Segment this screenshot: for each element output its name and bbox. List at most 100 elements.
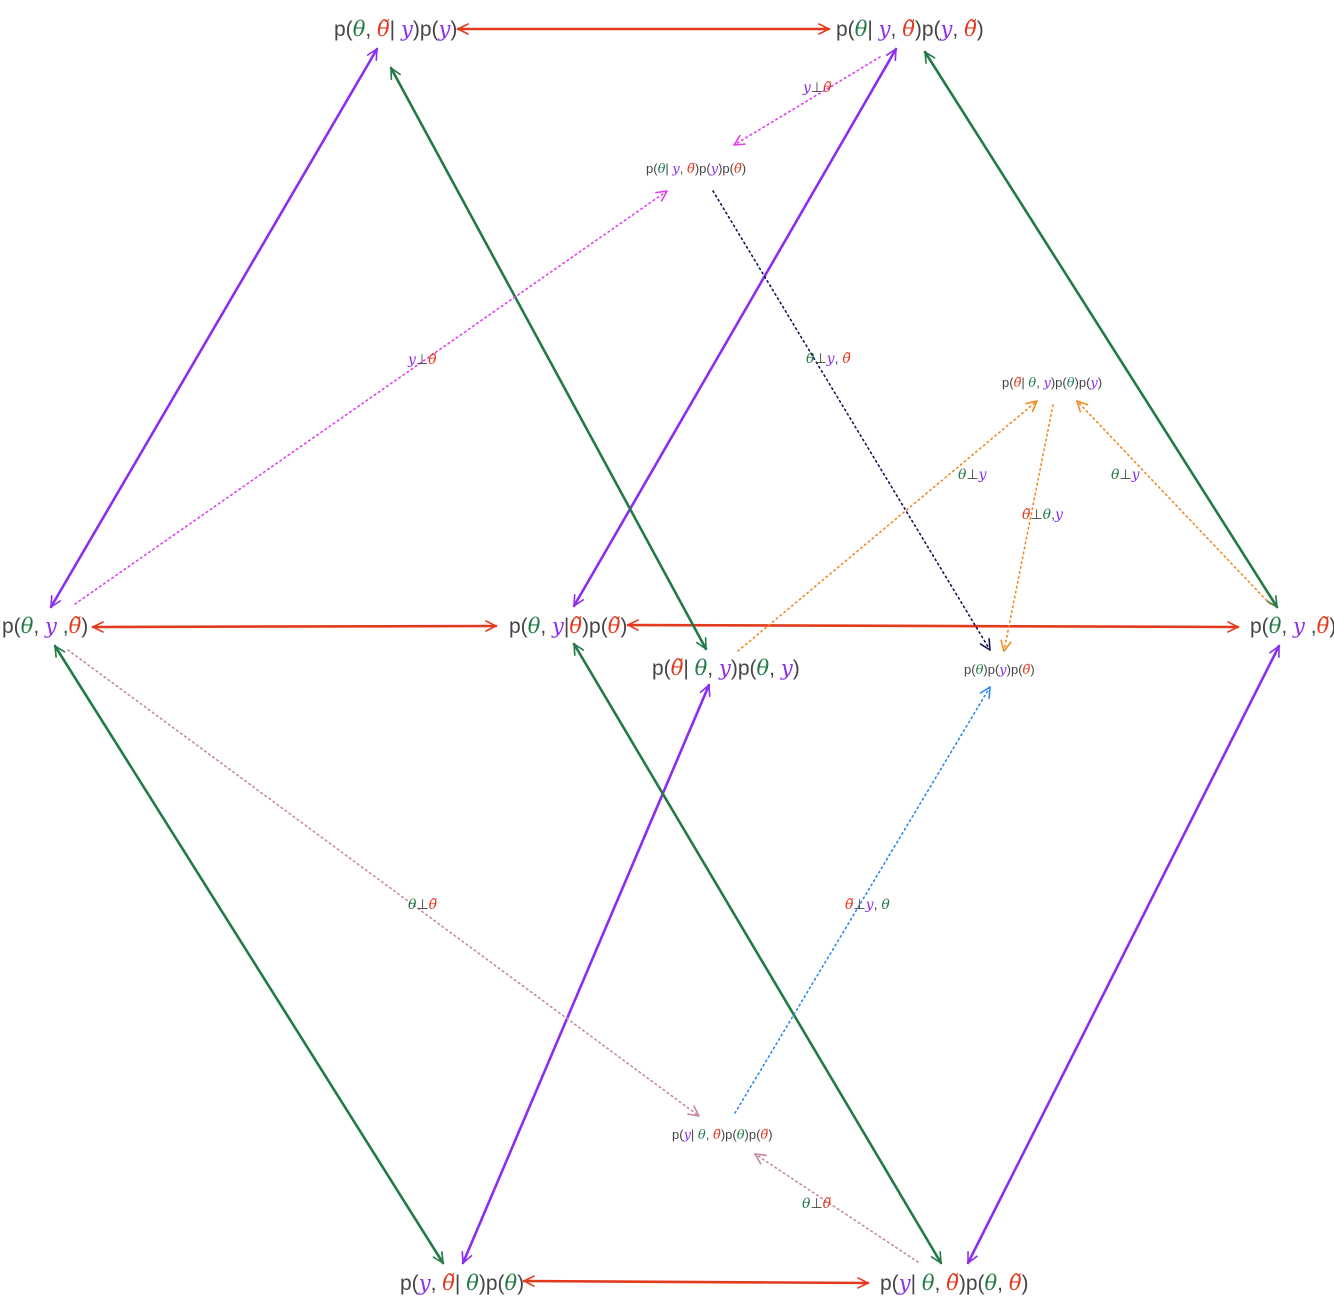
label-segment: |	[665, 161, 673, 176]
label-segment: p(	[2, 615, 21, 638]
label-segment: θ̃	[712, 1128, 721, 1143]
label-segment: )	[741, 161, 747, 176]
label-segment: y	[1131, 467, 1140, 483]
dotted-arrow-d-navy	[712, 190, 991, 651]
label-segment: θ̃	[686, 162, 695, 177]
label-segment: )p(	[730, 657, 757, 680]
label-segment: θ̃	[428, 352, 437, 368]
label-segment: ,	[769, 657, 781, 680]
label-segment: θ̃	[1022, 507, 1031, 523]
node-mid-lower: p(θ̃| θ, y)p(θ, y)	[652, 656, 800, 680]
label-segment: θ̃	[946, 1271, 959, 1295]
label-segment: )p(	[958, 1272, 985, 1295]
label-segment: p(	[509, 615, 528, 638]
label-segment: )p(	[412, 18, 439, 41]
label-segment: y	[898, 1271, 911, 1295]
label-segment: y	[438, 17, 451, 41]
label-segment: θ̃	[1013, 376, 1022, 391]
dotted-arrow-d-orange-2	[1076, 400, 1271, 605]
label-segment: y	[1043, 376, 1051, 391]
label-segment: y	[940, 17, 953, 41]
node-bottom-right: p(y| θ, θ̃)p(θ, θ̃)	[880, 1271, 1029, 1295]
bidirectional-arrow-e-p4	[966, 644, 1281, 1265]
label-segment: ,	[33, 615, 46, 638]
label-segment: p(	[836, 18, 855, 41]
label-segment: θ	[854, 17, 868, 41]
label-segment: θ	[1111, 467, 1120, 483]
label-segment: θ̃	[68, 614, 82, 638]
label-segment: θ	[802, 1196, 811, 1212]
label-segment: θ	[352, 17, 366, 41]
label-segment: ,	[679, 161, 687, 176]
label-segment: ,	[365, 18, 378, 41]
label-segment: ⊥	[1119, 466, 1132, 482]
label-segment: θ̃	[823, 80, 832, 96]
label-segment: p(	[1250, 615, 1269, 638]
label-segment: θ̃	[607, 614, 621, 638]
node-mid-center: p(θ, y|θ̃)p(θ̃)	[509, 614, 627, 638]
label-segment: y	[718, 656, 731, 680]
label-segment: )	[450, 18, 458, 41]
label-segment: |	[867, 18, 879, 41]
label-segment: |	[563, 615, 570, 638]
label-segment: ,	[430, 1272, 443, 1295]
label-segment: θ	[466, 1271, 479, 1295]
label-segment: θ̃	[964, 17, 977, 41]
label-segment: ,	[890, 18, 903, 41]
label-segment: )p(	[478, 1272, 505, 1295]
label-segment: ,	[1304, 615, 1317, 638]
dotted-arrow-d-orange-1	[737, 400, 1038, 652]
label-segment: θ	[1042, 507, 1052, 523]
label-segment: θ̃	[1022, 663, 1031, 678]
label-segment: )	[976, 18, 984, 41]
label-segment: θ	[921, 1271, 935, 1295]
dotted-arrow-d-orange-3	[1000, 404, 1054, 652]
label-segment: p(	[646, 161, 658, 176]
bidirectional-arrow-e-mid-right	[626, 619, 1240, 633]
label-segment: y	[1090, 376, 1098, 391]
label-segment: θ̃	[760, 1128, 769, 1143]
label-segment: θ	[408, 897, 417, 913]
label-segment: )p(	[1006, 662, 1023, 677]
label-segment: y	[878, 17, 891, 41]
node-top-left: p(θ, θ̃| y)p(y)	[334, 17, 458, 41]
label-segment: p(	[880, 1272, 899, 1295]
label-segment: θ	[657, 162, 666, 177]
label-segment: θ̃	[569, 614, 583, 638]
label-segment: θ	[736, 1128, 745, 1143]
node-bottom-left: p(y, θ̃| θ)p(θ)	[400, 1271, 524, 1295]
label-segment: ,	[56, 615, 69, 638]
independence-label-lower-right: θ̃⊥y, θ	[845, 897, 890, 912]
node-mid-left: p(θ, y ,θ̃)	[2, 614, 88, 638]
label-segment: p(	[1002, 375, 1014, 390]
label-segment: )	[792, 657, 800, 680]
label-segment: θ	[984, 1271, 998, 1295]
label-segment: θ	[756, 656, 770, 680]
label-segment: |	[910, 1272, 922, 1295]
label-segment: )p(	[694, 161, 711, 176]
label-segment: θ̃	[845, 897, 854, 913]
label-segment: y	[826, 351, 835, 367]
label-segment: θ̃	[822, 1196, 832, 1212]
label-segment: θ	[975, 663, 984, 678]
label-segment: θ̃	[428, 897, 438, 913]
label-segment: ⊥	[1030, 506, 1043, 522]
label-segment: y	[672, 162, 680, 177]
label-segment: |	[389, 18, 401, 41]
label-segment: ,	[1281, 615, 1294, 638]
independence-label-left-upper: y⊥θ̃	[408, 352, 437, 367]
label-segment: ,	[934, 1272, 947, 1295]
label-segment: θ	[881, 897, 890, 913]
label-segment: |	[1021, 375, 1029, 390]
label-segment: y	[683, 1128, 691, 1143]
label-segment: )p(	[914, 18, 941, 41]
bidirectional-arrow-e-p1	[49, 47, 379, 609]
label-segment: θ	[527, 614, 541, 638]
bidirectional-arrow-e-g1	[389, 66, 708, 651]
label-segment: p(	[672, 1127, 684, 1142]
label-segment: ,	[873, 896, 882, 912]
label-segment: θ	[1268, 614, 1282, 638]
label-segment: y	[552, 614, 564, 638]
